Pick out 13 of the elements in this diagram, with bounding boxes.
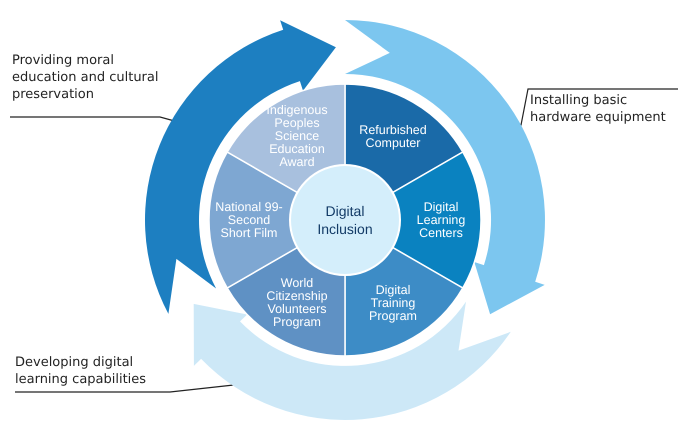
segment-label: Refurbished Computer (358, 124, 428, 150)
segment-label: Digital Learning Centers (416, 200, 466, 240)
segment-label: World Citizenship Volunteers Program (265, 277, 329, 330)
segment-label: Digital Training Program (368, 284, 418, 323)
leader-line (15, 384, 234, 393)
segment-label: National 99-Second Short Film (214, 200, 284, 240)
leader-line (520, 88, 678, 127)
center-label: Digital Inclusion (316, 202, 374, 238)
segment-label: Indigenous Peoples Science Education Award (265, 104, 329, 170)
callout-text: Installing basic hardware equipment (530, 92, 678, 126)
callout-text: Developing digital learning capabilities (15, 354, 175, 388)
callout-text: Providing moral education and cultural preservation (12, 52, 172, 103)
leader-line (10, 116, 173, 122)
